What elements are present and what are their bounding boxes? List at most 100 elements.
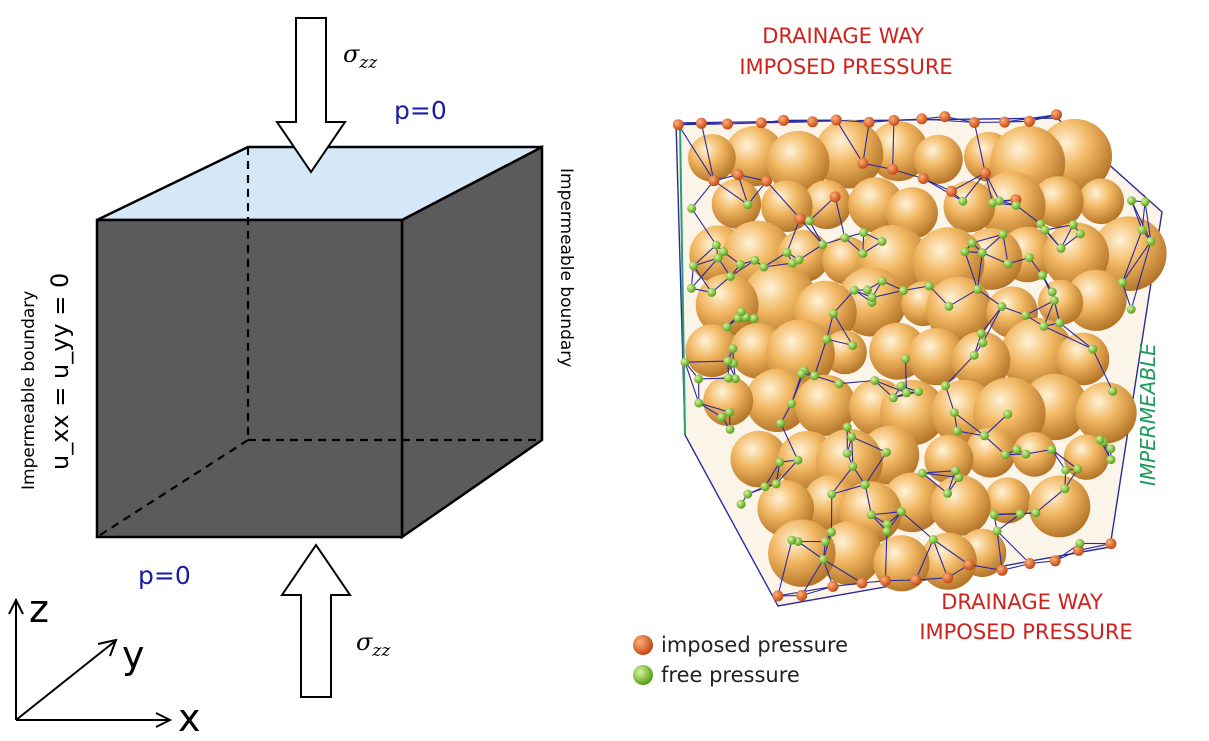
imposed-pressure-node (796, 590, 808, 601)
sphere (924, 434, 974, 484)
imposed-pressure-node (979, 167, 991, 179)
free-pressure-node (951, 466, 960, 476)
free-pressure-node (1047, 287, 1057, 297)
edge (948, 288, 978, 307)
sphere (814, 119, 884, 189)
sphere-packing (672, 109, 1167, 607)
free-pressure-node (1021, 310, 1031, 320)
imposed-pressure-node (755, 117, 767, 129)
edge (973, 122, 986, 174)
edge (693, 244, 717, 267)
coordinate-axes (8, 597, 173, 728)
sphere (766, 130, 830, 194)
sphere (965, 427, 1016, 478)
free-pressure-node (730, 374, 740, 384)
edge (996, 530, 1031, 564)
imposed-pressure-node (1023, 115, 1035, 127)
free-pressure-node (1011, 200, 1021, 210)
imposed-pressure-node (879, 575, 891, 587)
top-drainage-label-1: DRAINAGE WAY (762, 24, 924, 48)
bottom-drainage-label-1: DRAINAGE WAY (941, 590, 1103, 614)
edge (809, 196, 836, 222)
free-pressure-node (707, 287, 717, 297)
free-pressure-node (896, 507, 906, 517)
free-pressure-node (1037, 270, 1047, 280)
edge (901, 511, 934, 540)
free-pressure-node (827, 489, 837, 499)
edge (923, 178, 964, 202)
edge (1043, 325, 1093, 350)
edge (953, 412, 985, 437)
free-pressure-node (1012, 445, 1022, 455)
free-pressure-node (804, 216, 814, 226)
free-pressure-node (967, 238, 977, 248)
imposed-pressure-node (939, 111, 951, 123)
edge (727, 122, 762, 125)
free-pressure-node (960, 247, 970, 257)
free-pressure-node (736, 499, 746, 509)
free-pressure-node (1146, 236, 1156, 246)
free-pressure-node (1060, 484, 1070, 494)
edge (799, 218, 824, 245)
free-pressure-node (1106, 455, 1116, 465)
free-pressure-node (728, 344, 738, 353)
sigma-top-label: σzz (343, 40, 378, 73)
free-pressure-node (1056, 243, 1066, 253)
edge (932, 539, 970, 566)
imposed-pressure-node (732, 169, 744, 181)
edge (980, 306, 1003, 334)
edge (1059, 322, 1094, 350)
imposed-pressure-node (945, 185, 957, 197)
free-pressure-node (828, 308, 838, 318)
imposed-pressure-node (856, 577, 868, 589)
sphere (1012, 432, 1057, 477)
edge (871, 289, 904, 299)
edge (1141, 201, 1146, 230)
edge (945, 354, 975, 386)
free-pressure-node (859, 228, 869, 238)
free-pressure-node (750, 255, 760, 265)
edge (957, 430, 985, 437)
free-pressure-node (867, 293, 877, 302)
free-pressure-node (858, 249, 868, 258)
edge (851, 436, 887, 453)
edge (984, 435, 1006, 456)
imposed-pressure-node (888, 114, 900, 126)
free-pressure-node (949, 408, 959, 417)
free-pressure-node (992, 526, 1002, 536)
free-pressure-node (842, 448, 852, 458)
top-drainage-label-2: IMPOSED PRESSURE (739, 55, 952, 79)
free-pressure-node (978, 338, 988, 348)
bottom-pressure-label: p=0 (138, 561, 191, 590)
imposed-pressure-node (827, 580, 839, 592)
free-pressure-node (1055, 318, 1065, 328)
free-pressure-node (1068, 220, 1078, 230)
edge (813, 338, 828, 376)
sphere (1078, 178, 1125, 225)
cube-hidden-edges (96, 147, 542, 538)
free-pressure-node (686, 283, 696, 293)
free-pressure-node (901, 354, 910, 364)
free-pressure-node (840, 233, 850, 243)
free-pressure-node (1088, 344, 1098, 354)
free-pressure-node (882, 447, 891, 457)
edge (698, 402, 730, 413)
edge (690, 257, 719, 289)
x-axis-label: x (178, 696, 201, 740)
free-pressure-node (776, 418, 786, 428)
edge (892, 120, 895, 170)
top-load-arrow (275, 17, 347, 174)
free-pressure-node (725, 407, 734, 417)
free-pressure-node (928, 535, 938, 544)
free-pressure-node (979, 431, 989, 441)
edge (808, 220, 824, 245)
free-pressure-node (896, 381, 906, 391)
imposed-pressure-node (772, 590, 784, 602)
free-pressure-node (1003, 409, 1013, 419)
free-pressure-node (771, 479, 781, 489)
edge (981, 233, 1004, 254)
edge (797, 541, 824, 560)
edge (904, 358, 908, 393)
free-pressure-node (735, 260, 745, 269)
imposed-pressure-node (916, 113, 928, 125)
